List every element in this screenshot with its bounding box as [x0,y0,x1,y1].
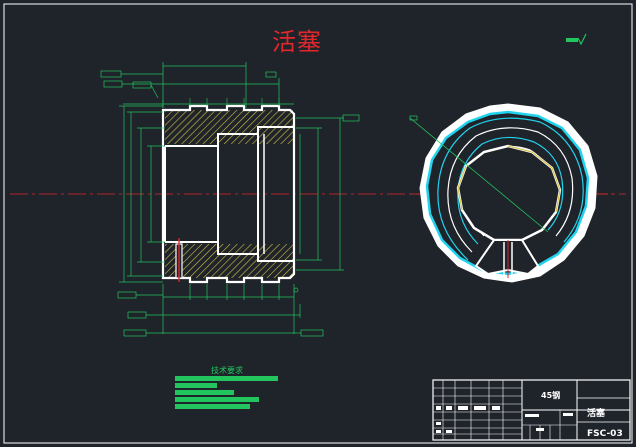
title-block [432,379,631,441]
tech-req-heading: 技术要求 [211,365,243,375]
end-view [409,103,614,283]
tech-req-line [175,397,259,402]
technical-requirements: 技术要求 [175,365,278,409]
tech-req-line [175,390,234,395]
part-name-label: 活塞 [587,407,606,419]
material-label: 45钢 [541,390,560,400]
lower-bore-line [165,241,294,262]
section-view [161,98,296,284]
section-dimensions [100,62,360,337]
outer-profile [161,104,296,284]
tech-req-line [175,376,278,381]
tech-req-line [175,383,217,388]
roughness-symbol-icon [566,33,587,46]
drawing-number-label: FSC-03 [587,429,623,439]
drawing-border [3,3,633,444]
ring-slot [474,239,540,276]
tech-req-line [175,404,250,409]
upper-bore-line [165,126,294,147]
drawing-title: 活塞 [272,28,322,56]
